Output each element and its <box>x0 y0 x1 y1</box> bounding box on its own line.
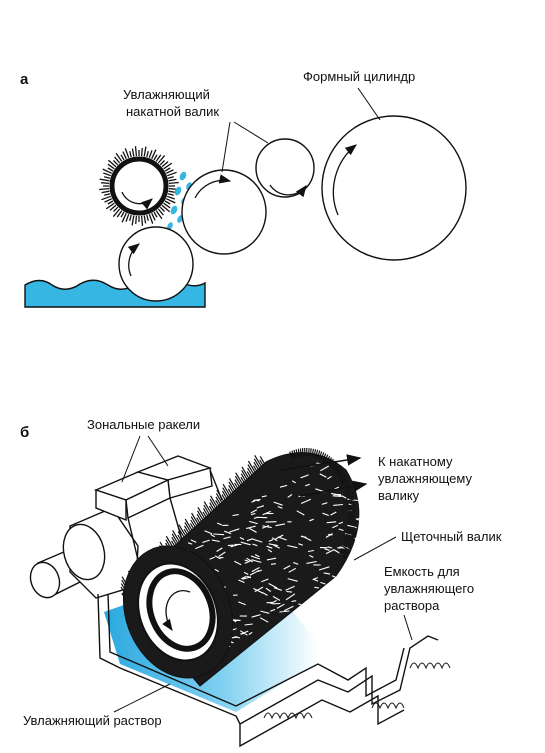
panel-a-letter: а <box>20 71 29 88</box>
panel-b-leader-lines <box>113 435 413 713</box>
dampening-form-roller <box>181 169 267 255</box>
label-dampening-solution: Увлажняющий раствор <box>23 713 162 728</box>
label-container-line1: Емкость для <box>384 564 460 579</box>
transfer-arrow-2 <box>299 480 368 497</box>
label-to-roller-line2: увлажняющему <box>378 471 472 486</box>
label-to-roller-line3: валику <box>378 488 420 503</box>
zone-doctor-blades <box>94 455 223 561</box>
transfer-arrow-1 <box>281 454 362 471</box>
panel-a-leader-lines <box>221 87 381 173</box>
plate-cylinder-rotation-arrow <box>332 144 357 216</box>
label-container-line2: увлажняющего <box>384 581 474 596</box>
plate-cylinder <box>321 115 467 261</box>
solution-tank <box>97 593 439 748</box>
fountain-roller <box>118 226 194 302</box>
label-brush-roller: Щеточный валик <box>401 529 502 544</box>
label-form-roller-line1: Увлажняющий <box>123 87 210 102</box>
label-plate-cylinder: Формный цилиндр <box>303 69 415 84</box>
bearing-housing <box>62 507 139 599</box>
label-to-roller-line1: К накатному <box>378 454 453 469</box>
panel-b-letter: б <box>20 424 29 441</box>
form-roller-rotation-arrow <box>194 174 232 199</box>
brush-roller-rotation-arrow <box>121 191 153 210</box>
intermediate-roller <box>255 138 315 198</box>
label-zone-blades: Зональные ракели <box>87 417 200 432</box>
intermediate-roller-rotation-arrow <box>269 184 307 198</box>
brush-roller <box>109 156 169 216</box>
tank-heater-coil <box>263 662 451 720</box>
brush-roller-bristles <box>99 146 179 226</box>
brush-roller-b-rotation-arrow <box>162 590 191 631</box>
panel-a: а Увлажняющий накатной ва <box>20 69 467 308</box>
label-form-roller-line2: накатной валик <box>126 104 219 119</box>
label-container-line3: раствора <box>384 598 440 613</box>
panel-b: б <box>20 417 502 748</box>
fountain-roller-rotation-arrow <box>127 243 140 277</box>
